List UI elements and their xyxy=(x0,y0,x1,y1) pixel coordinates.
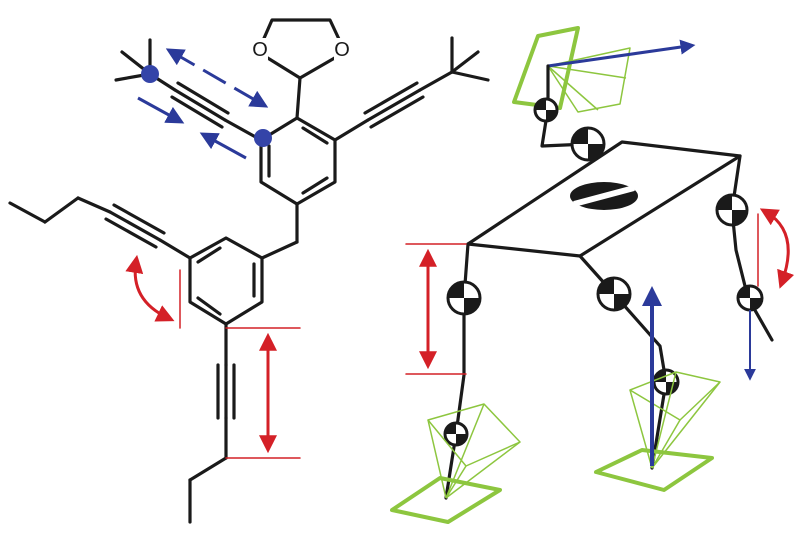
blue-arrow-left xyxy=(199,132,247,160)
left-leg xyxy=(444,242,470,500)
butynyl-chain xyxy=(188,322,236,524)
robot-joints xyxy=(443,97,764,447)
left-foot-cone xyxy=(427,403,521,467)
joint-shoulder-right xyxy=(715,193,749,227)
robot-panel xyxy=(390,26,795,524)
lower-benzene-ring xyxy=(188,236,264,326)
blue-arrow-right xyxy=(137,96,185,124)
red-markers-robot xyxy=(405,208,795,375)
marked-atom-upper xyxy=(141,65,159,83)
joint-neck-lower xyxy=(570,126,606,162)
right-tbu-alkyne xyxy=(333,36,490,142)
dioxolane-ring xyxy=(256,18,347,80)
joint-elbow-right xyxy=(736,284,764,312)
center-of-mass-marker xyxy=(570,182,638,210)
marked-atom-lower xyxy=(254,129,272,147)
joint-neck-upper xyxy=(533,97,559,123)
head-camera xyxy=(547,47,631,113)
left-foot-frame xyxy=(390,403,521,524)
acetal-bond xyxy=(295,76,302,120)
joint-hip-right xyxy=(596,276,632,312)
blue-motion-arrows xyxy=(137,48,269,160)
red-angle-arc-robot xyxy=(759,208,795,289)
dioxolane-oxygen-right xyxy=(334,38,350,60)
head-plate xyxy=(512,26,580,110)
upper-benzene-ring xyxy=(259,116,337,206)
blue-double-arrow xyxy=(165,48,269,108)
red-angle-arc xyxy=(125,254,175,322)
red-markers-molecule xyxy=(125,254,301,459)
oxygen-label-right: O xyxy=(334,39,350,61)
methylene-bridge-2 xyxy=(260,240,299,260)
head-direction-arrow xyxy=(547,39,696,68)
left-foot-plate xyxy=(390,476,502,524)
right-foot-plate xyxy=(594,448,714,492)
joint-knee-left xyxy=(443,421,469,447)
joint-knee-right xyxy=(652,368,680,396)
right-arm xyxy=(730,154,774,342)
head-frame xyxy=(512,26,631,113)
oxygen-label-left: O xyxy=(252,39,268,61)
pentynyl-chain xyxy=(8,196,192,260)
joint-hip-left xyxy=(446,280,482,316)
right-foot-frame xyxy=(594,371,721,492)
